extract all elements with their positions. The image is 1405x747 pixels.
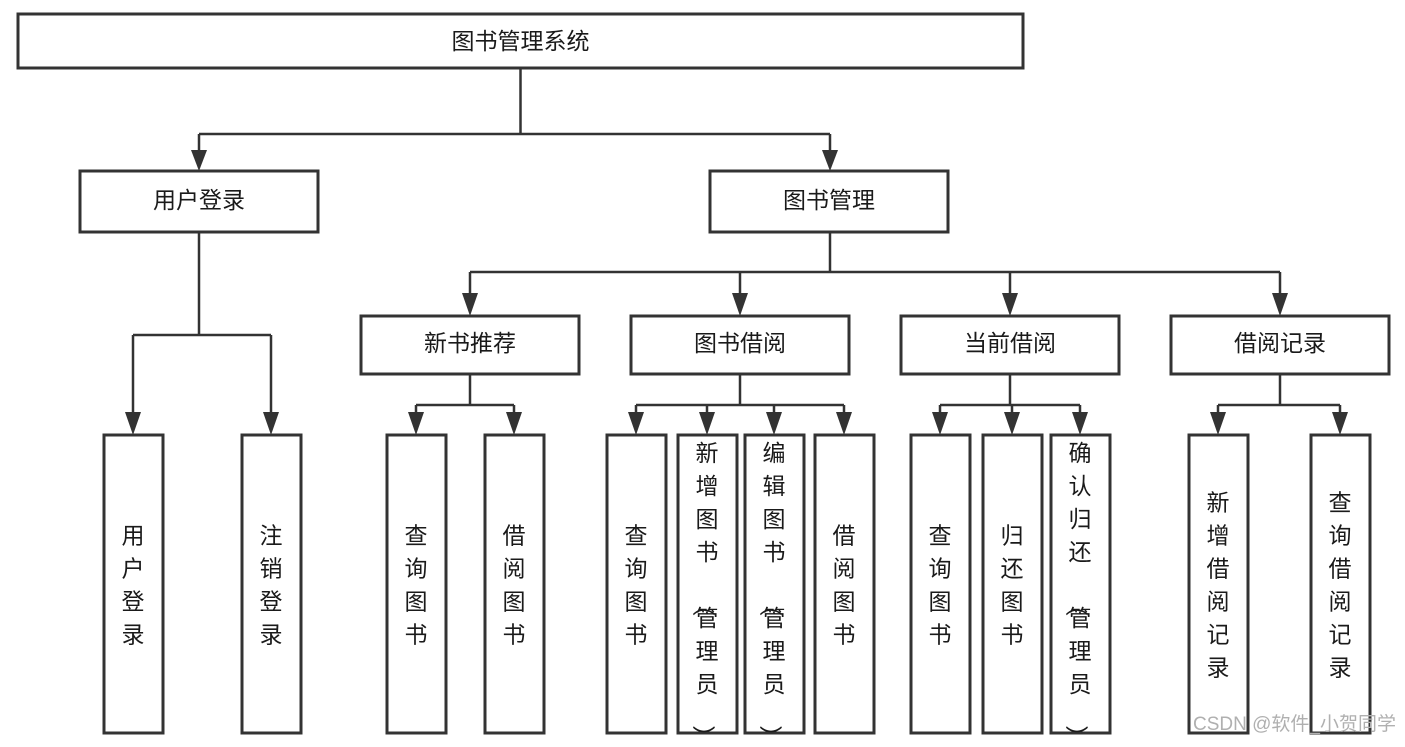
node-current-borrow-box[interactable] <box>899 314 1121 376</box>
node-leaf-user-login[interactable]: 用户登录 <box>102 433 165 735</box>
node-leaf-query-book-borrow[interactable]: 查询图书 <box>605 433 668 735</box>
arrow-head-icon <box>408 412 424 435</box>
node-leaf-add-book-admin-box[interactable] <box>676 433 739 735</box>
node-leaf-edit-book-admin-box[interactable] <box>743 433 806 735</box>
arrow-head-icon <box>506 412 522 435</box>
node-leaf-add-borrow-record-box[interactable] <box>1187 433 1250 735</box>
arrow-head-icon <box>462 293 478 316</box>
node-leaf-query-book-recommend-box[interactable] <box>385 433 448 735</box>
node-current-borrow-label: 当前借阅 <box>964 330 1056 356</box>
node-leaf-add-book-admin-label: 新增图书（管理员） <box>691 440 719 747</box>
arrow-head-icon <box>1004 412 1020 435</box>
node-root[interactable]: 图书管理系统 <box>16 12 1025 70</box>
node-borrow-record-label: 借阅记录 <box>1234 330 1326 356</box>
node-current-borrow[interactable]: 当前借阅 <box>899 314 1121 376</box>
arrow-head-icon <box>932 412 948 435</box>
node-leaf-query-book-current-label: 查询图书 <box>929 523 952 648</box>
node-leaf-borrow-book-recommend-label: 借阅图书 <box>503 523 526 648</box>
node-leaf-borrow-book-recommend[interactable]: 借阅图书 <box>483 433 546 735</box>
arrow-head-icon <box>1002 293 1018 316</box>
arrow-head-icon <box>822 150 838 171</box>
node-leaf-return-book-label: 归还图书 <box>1001 523 1024 648</box>
node-user-login[interactable]: 用户登录 <box>78 169 320 234</box>
arrow-head-icon <box>263 412 279 435</box>
node-new-book-recommend-box[interactable] <box>359 314 581 376</box>
node-root-label: 图书管理系统 <box>452 28 590 54</box>
node-leaf-edit-book-admin-label: 编辑图书（管理员） <box>758 440 786 747</box>
node-leaf-query-book-current-box[interactable] <box>909 433 972 735</box>
node-leaf-user-login-label: 用户登录 <box>122 523 145 648</box>
node-leaf-query-borrow-record[interactable]: 查询借阅记录 <box>1309 433 1372 735</box>
node-leaf-query-book-borrow-label: 查询图书 <box>625 523 648 648</box>
node-leaf-confirm-return-admin[interactable]: 确认归还（管理员） <box>1049 433 1112 747</box>
node-leaf-logout-label: 注销登录 <box>260 523 283 648</box>
node-book-manage-label: 图书管理 <box>783 187 875 213</box>
node-user-login-label: 用户登录 <box>153 187 245 213</box>
arrow-head-icon <box>1072 412 1088 435</box>
node-book-borrow[interactable]: 图书借阅 <box>629 314 851 376</box>
arrow-head-icon <box>1272 293 1288 316</box>
arrow-head-icon <box>699 412 715 435</box>
node-leaf-add-book-admin[interactable]: 新增图书（管理员） <box>676 433 739 747</box>
node-leaf-confirm-return-admin-box[interactable] <box>1049 433 1112 735</box>
arrow-head-icon <box>766 412 782 435</box>
node-leaf-query-book-current[interactable]: 查询图书 <box>909 433 972 735</box>
node-leaf-borrow-book[interactable]: 借阅图书 <box>813 433 876 735</box>
watermark-label: CSDN @软件_小贺同学 <box>1193 713 1396 735</box>
arrow-head-icon <box>191 150 207 171</box>
node-leaf-edit-book-admin[interactable]: 编辑图书（管理员） <box>743 433 806 747</box>
node-leaf-user-login-box[interactable] <box>102 433 165 735</box>
node-book-borrow-box[interactable] <box>629 314 851 376</box>
node-book-manage-box[interactable] <box>708 169 950 234</box>
arrow-head-icon <box>1210 412 1226 435</box>
node-leaf-borrow-book-label: 借阅图书 <box>833 523 856 648</box>
node-leaf-query-book-recommend-label: 查询图书 <box>405 523 428 648</box>
arrow-head-icon <box>628 412 644 435</box>
node-root-box[interactable] <box>16 12 1025 70</box>
node-leaf-add-borrow-record-label: 新增借阅记录 <box>1207 490 1230 681</box>
arrow-head-icon <box>836 412 852 435</box>
node-book-borrow-label: 图书借阅 <box>694 330 786 356</box>
node-book-manage[interactable]: 图书管理 <box>708 169 950 234</box>
node-leaf-add-borrow-record[interactable]: 新增借阅记录 <box>1187 433 1250 735</box>
node-leaf-return-book-box[interactable] <box>981 433 1044 735</box>
node-new-book-recommend-label: 新书推荐 <box>424 330 516 356</box>
connector-layer <box>125 68 1348 435</box>
leaf-nodes-layer: 用户登录 注销登录 查询图书 借阅图书 查询图书 新增图书（管理员） 编辑图书（… <box>102 433 1372 747</box>
node-leaf-logout-box[interactable] <box>240 433 303 735</box>
arrow-head-icon <box>1332 412 1348 435</box>
node-user-login-box[interactable] <box>78 169 320 234</box>
node-leaf-query-book-recommend[interactable]: 查询图书 <box>385 433 448 735</box>
arrow-head-icon <box>125 412 141 435</box>
node-leaf-borrow-book-recommend-box[interactable] <box>483 433 546 735</box>
node-leaf-return-book[interactable]: 归还图书 <box>981 433 1044 735</box>
node-leaf-query-book-borrow-box[interactable] <box>605 433 668 735</box>
node-leaf-query-borrow-record-label: 查询借阅记录 <box>1329 490 1352 681</box>
node-borrow-record-box[interactable] <box>1169 314 1391 376</box>
arrow-head-icon <box>732 293 748 316</box>
node-new-book-recommend[interactable]: 新书推荐 <box>359 314 581 376</box>
node-leaf-borrow-book-box[interactable] <box>813 433 876 735</box>
node-leaf-query-borrow-record-box[interactable] <box>1309 433 1372 735</box>
node-leaf-confirm-return-admin-label: 确认归还（管理员） <box>1064 440 1092 747</box>
node-leaf-logout[interactable]: 注销登录 <box>240 433 303 735</box>
node-borrow-record[interactable]: 借阅记录 <box>1169 314 1391 376</box>
